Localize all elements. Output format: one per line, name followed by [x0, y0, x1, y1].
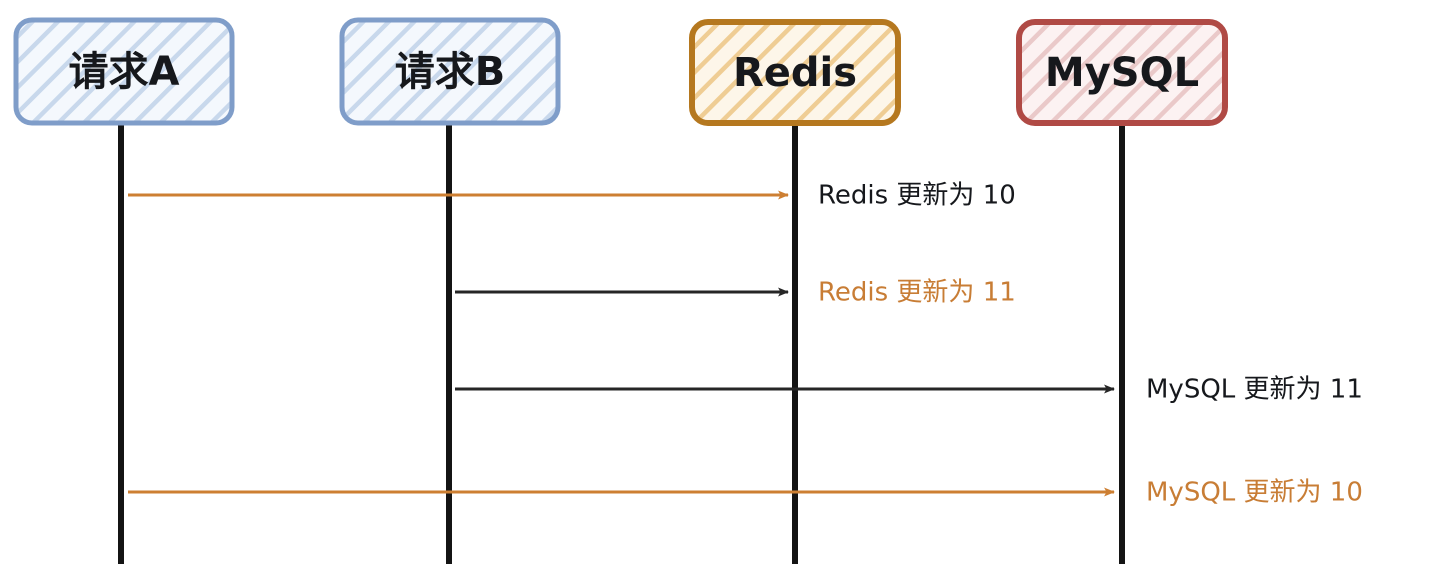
participant-box-request-a[interactable] — [13, 17, 235, 126]
message-redis-10[interactable]: Redis 更新为 10 — [128, 181, 1016, 211]
message-mysql-10[interactable]: MySQL 更新为 10 — [128, 478, 1363, 508]
message-redis-11[interactable]: Redis 更新为 11 — [455, 278, 1016, 308]
participant-box-request-b[interactable] — [339, 17, 561, 126]
participant-label-redis: Redis — [733, 50, 857, 96]
participant-box-redis[interactable] — [689, 19, 901, 126]
message-label-redis-11: Redis 更新为 11 — [818, 278, 1016, 308]
message-mysql-11[interactable]: MySQL 更新为 11 — [455, 375, 1363, 405]
message-label-mysql-11: MySQL 更新为 11 — [1146, 375, 1363, 405]
participant-mysql[interactable]: MySQL — [1016, 19, 1228, 126]
participant-request-a[interactable]: 请求A — [13, 17, 235, 126]
participant-label-mysql: MySQL — [1045, 50, 1199, 96]
participant-redis[interactable]: Redis — [689, 19, 901, 126]
participant-label-request-b: 请求B — [395, 49, 506, 95]
participant-box-mysql[interactable] — [1016, 19, 1228, 126]
message-label-mysql-10: MySQL 更新为 10 — [1146, 478, 1363, 508]
message-label-redis-10: Redis 更新为 10 — [818, 181, 1016, 211]
participant-request-b[interactable]: 请求B — [339, 17, 561, 126]
participant-label-request-a: 请求A — [69, 49, 180, 95]
